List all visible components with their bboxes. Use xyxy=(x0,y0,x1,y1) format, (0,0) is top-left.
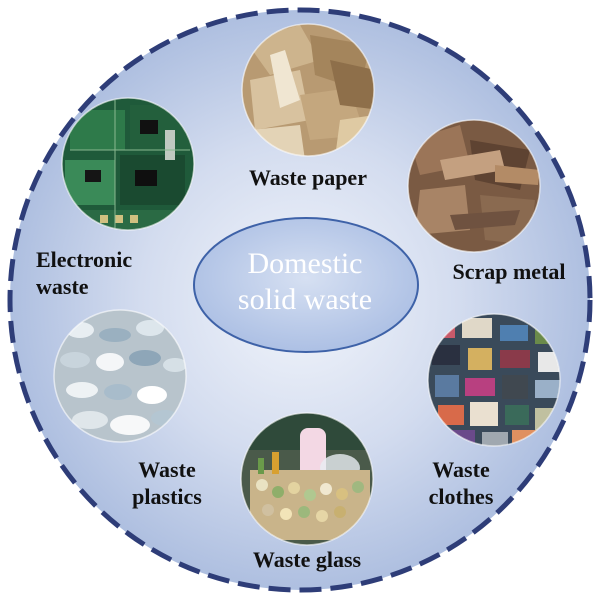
center-ellipse xyxy=(193,217,419,353)
label-electronic-waste-line2: waste xyxy=(36,274,89,299)
label-electronic-waste: Electronic waste xyxy=(36,246,176,300)
label-electronic-waste-line1: Electronic xyxy=(36,247,133,272)
label-waste-glass: Waste glass xyxy=(252,547,362,572)
label-waste-paper: Waste paper xyxy=(249,165,367,190)
scrap-metal-photo xyxy=(408,120,540,252)
center-title-line1: Domestic xyxy=(247,247,363,280)
label-waste-clothes-line2: clothes xyxy=(428,484,494,509)
label-scrap-metal: Scrap metal xyxy=(452,259,566,284)
electronic-waste-photo xyxy=(62,98,194,230)
label-waste-plastics-line1: Waste xyxy=(138,457,196,482)
label-waste-plastics: Waste plastics xyxy=(112,456,222,510)
label-waste-clothes: Waste clothes xyxy=(406,456,516,510)
waste-clothes-photo xyxy=(428,314,560,446)
waste-glass-photo xyxy=(241,413,373,545)
waste-plastics-photo xyxy=(54,310,186,442)
center-title: Domestic solid waste xyxy=(200,246,410,318)
label-waste-clothes-line1: Waste xyxy=(432,457,490,482)
center-title-line2: solid waste xyxy=(237,283,373,316)
label-waste-plastics-line2: plastics xyxy=(132,484,202,509)
